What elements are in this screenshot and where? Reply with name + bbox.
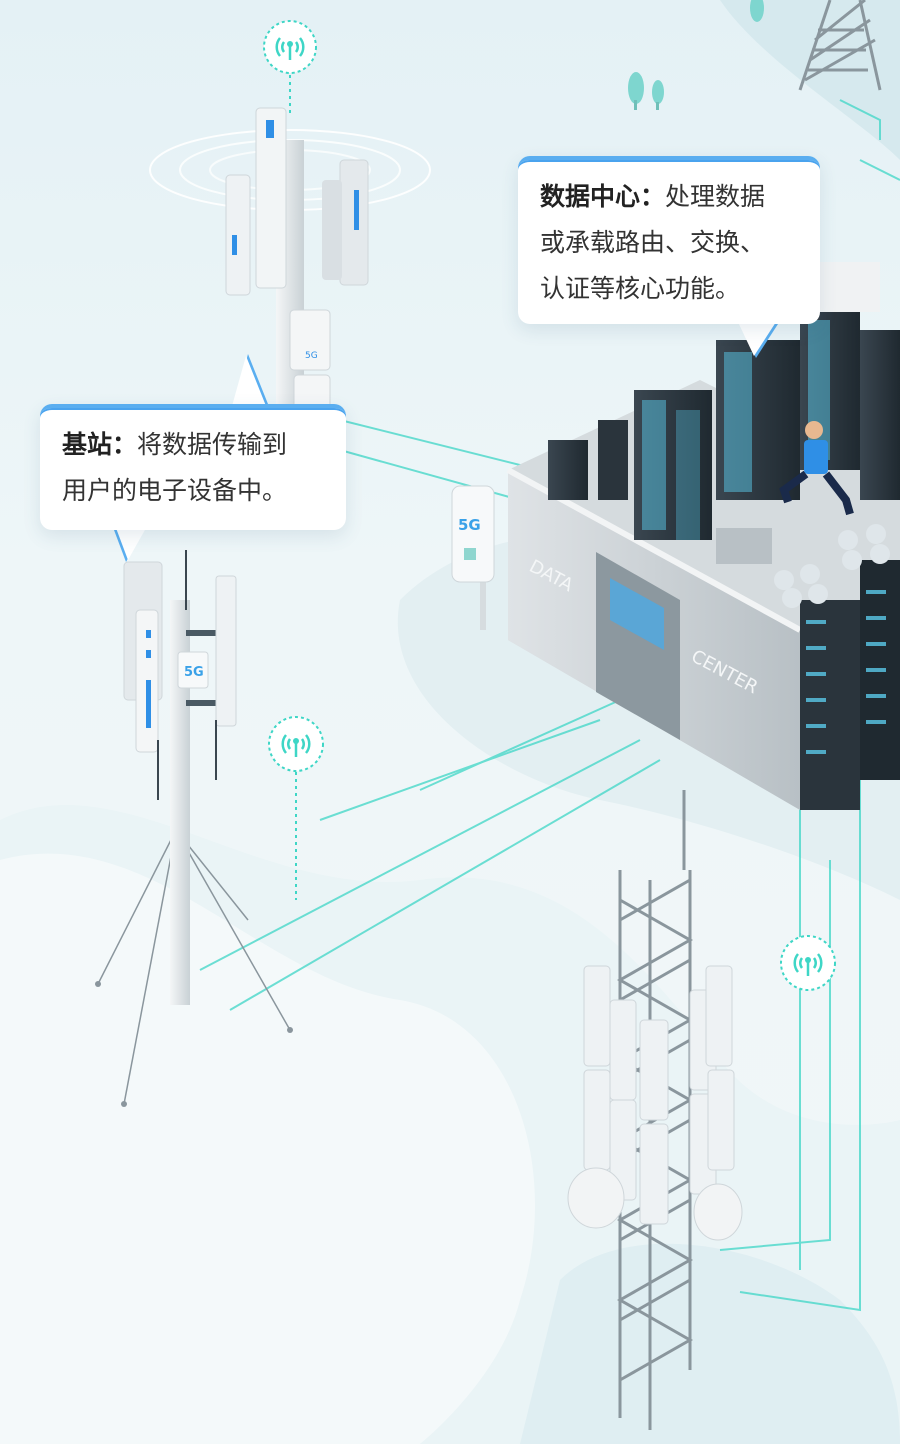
lattice-tower-bottom (567, 790, 743, 1430)
signal-tower-icon (780, 935, 836, 991)
server-racks (548, 262, 900, 564)
connection-lines (199, 99, 900, 1312)
data-center-callout-text: 认证等核心功能。 (540, 274, 741, 303)
signal-tower-icon (268, 716, 324, 900)
data-center-callout-text: 处理数据 (665, 182, 766, 211)
base-station-callout-title: 基站： (62, 430, 138, 459)
data-center: DATA CENTER (506, 262, 900, 810)
base-station-callout-text: 用户的电子设备中。 (62, 476, 288, 505)
guyed-tower-left: 5G (95, 550, 293, 1107)
callout-tail (116, 528, 146, 560)
base-station-callout: 基站：将数据传输到 用户的电子设备中。 (40, 404, 346, 530)
tower-5g-badge: 5G (184, 665, 204, 680)
data-center-callout-text: 或承载路由、交换、 (540, 228, 766, 257)
svg-text:5G: 5G (305, 351, 318, 361)
callout-line: 基站：将数据传输到 (62, 422, 324, 468)
technician-figure (779, 421, 854, 516)
callout-tail (232, 356, 266, 406)
lattice-tower-top (798, 0, 882, 91)
signal-tower-icon (263, 20, 317, 115)
data-center-callout: 数据中心：处理数据 或承载路由、交换、 认证等核心功能。 (518, 156, 820, 324)
small-cell-5g: 5G (451, 485, 495, 630)
callout-tail (738, 322, 776, 356)
small-cell-5g-label: 5G (458, 516, 481, 534)
callout-line: 数据中心：处理数据 (540, 174, 798, 220)
data-center-callout-title: 数据中心： (540, 182, 666, 211)
trees (628, 0, 764, 110)
server-stack (774, 524, 900, 810)
base-station-callout-text: 将数据传输到 (137, 430, 288, 459)
